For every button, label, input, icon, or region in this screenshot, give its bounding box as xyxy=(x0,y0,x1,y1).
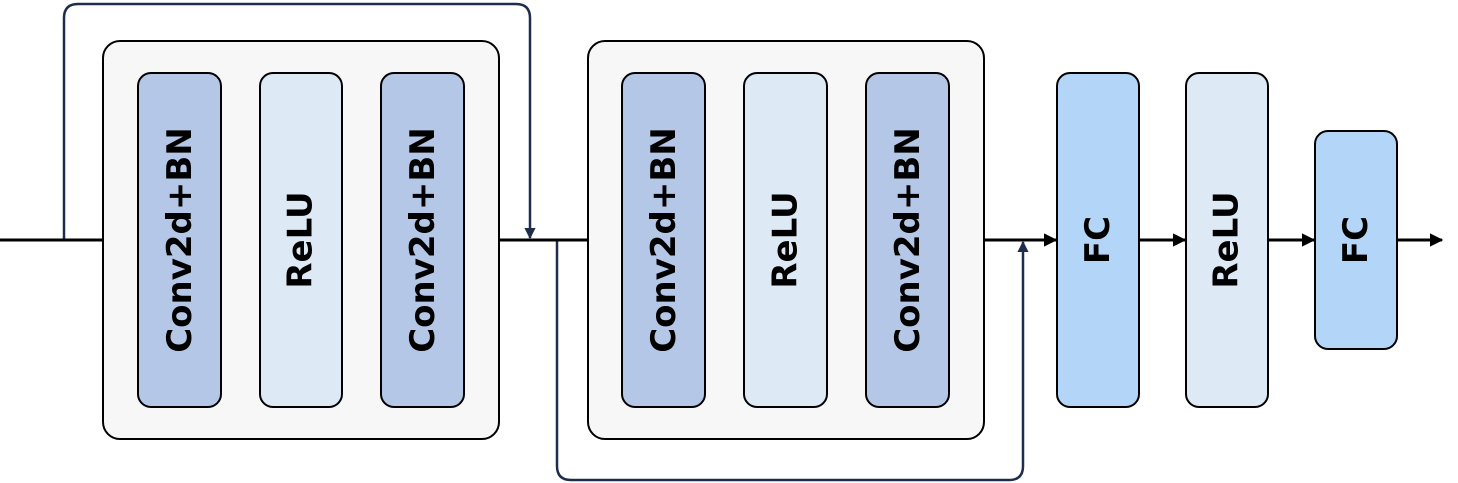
layer-label: ReLU xyxy=(1207,191,1247,289)
layer-label: ReLU xyxy=(765,191,806,289)
layer-label: Conv2d+BN xyxy=(643,127,684,353)
layer-label: Conv2d+BN xyxy=(402,127,443,353)
layer-label: Conv2d+BN xyxy=(887,127,928,353)
block2-relu-layer: ReLU xyxy=(743,72,828,408)
fc-layer-2: FC xyxy=(1314,130,1398,350)
skip-connection-1 xyxy=(62,2,536,240)
skip-connection-2 xyxy=(555,240,1029,482)
fc-layer-1: FC xyxy=(1056,72,1140,408)
block2-conv-bn-layer-1: Conv2d+BN xyxy=(621,72,706,408)
block1-conv-bn-layer-2: Conv2d+BN xyxy=(380,72,465,408)
block1-conv-bn-layer-1: Conv2d+BN xyxy=(137,72,222,408)
layer-label: Conv2d+BN xyxy=(159,127,200,353)
layer-label: FC xyxy=(1336,215,1376,265)
block2-conv-bn-layer-2: Conv2d+BN xyxy=(865,72,950,408)
head-relu-layer: ReLU xyxy=(1185,72,1269,408)
block1-relu-layer: ReLU xyxy=(259,72,343,408)
layer-label: ReLU xyxy=(281,191,321,289)
layer-label: FC xyxy=(1078,215,1118,265)
